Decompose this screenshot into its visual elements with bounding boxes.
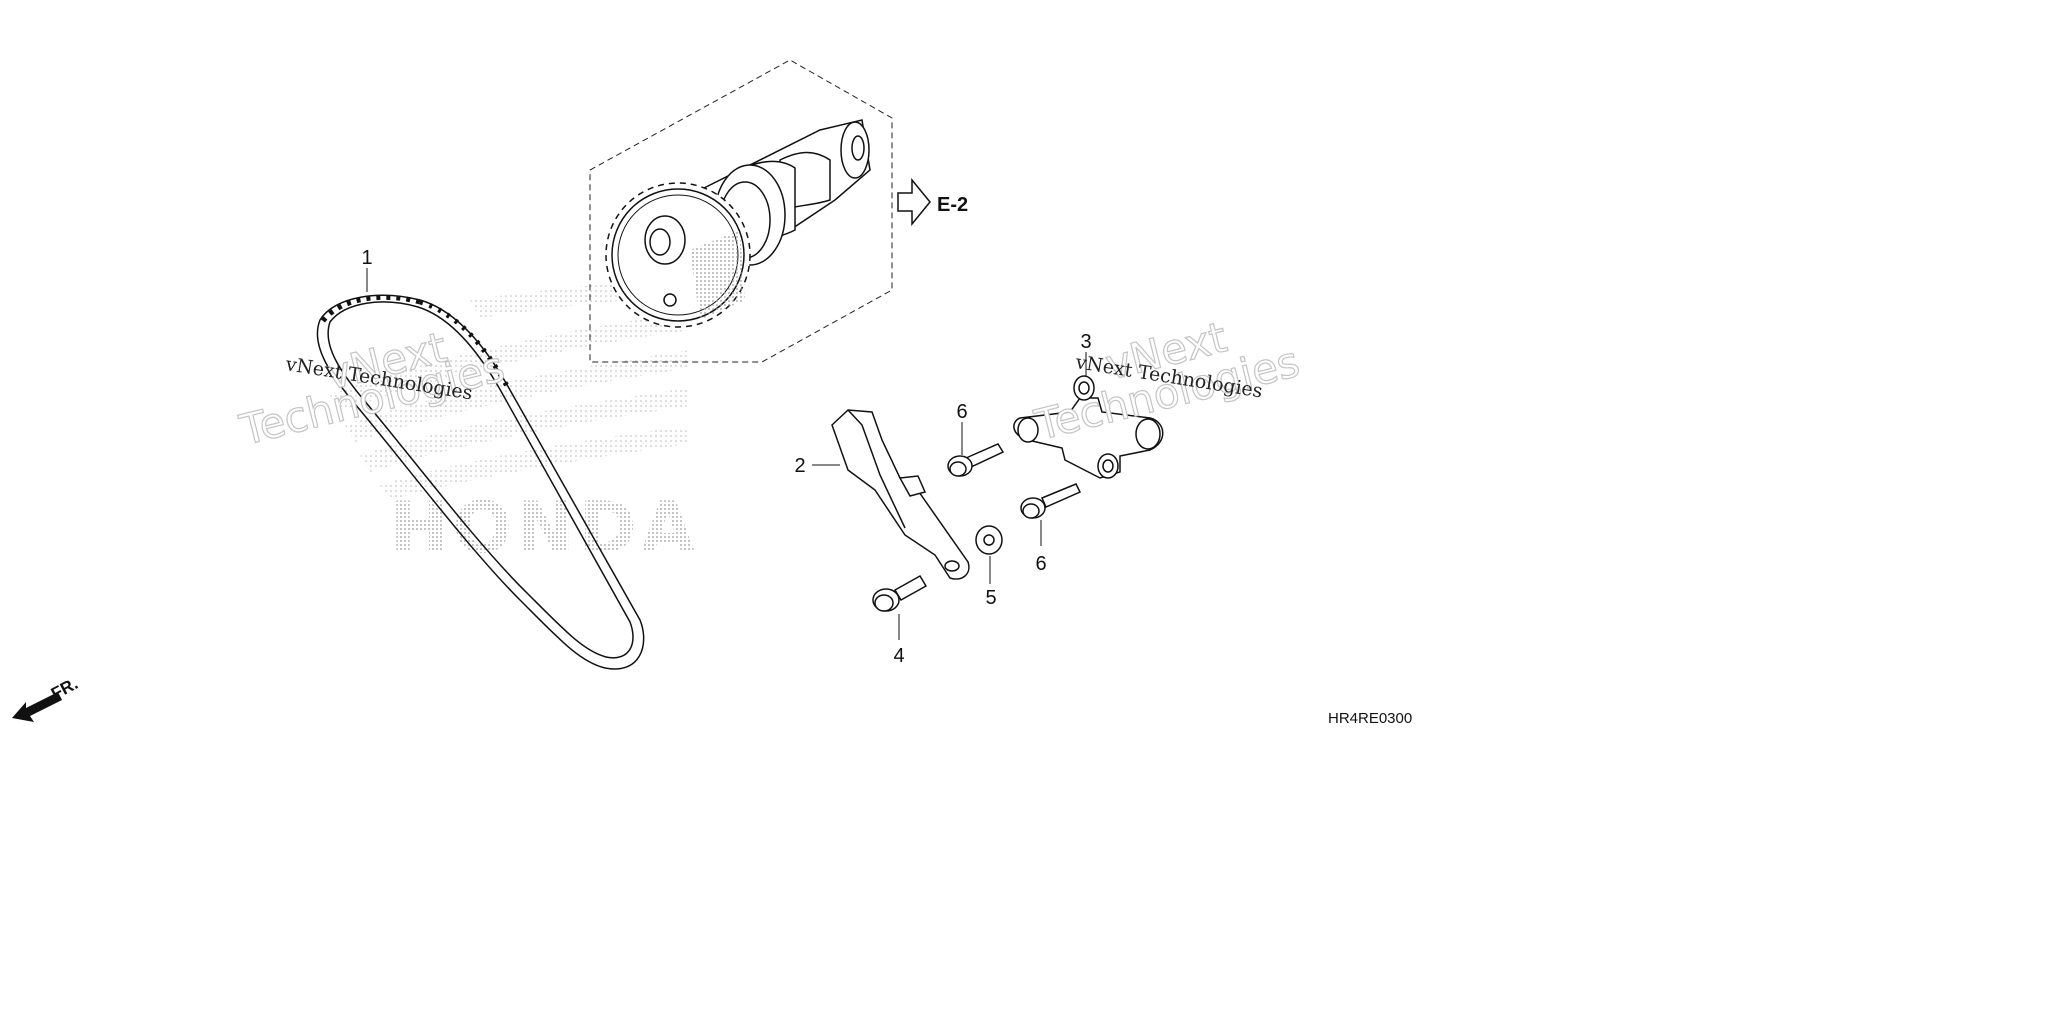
honda-brand-watermark: HONDA — [390, 487, 699, 569]
cam-chain-part — [316, 294, 645, 670]
bolt-part-6-lower — [1020, 483, 1082, 519]
callout-6-lower[interactable]: 6 — [1035, 553, 1046, 575]
tensioner-lifter-part — [1013, 375, 1164, 479]
outline-arrow-icon — [897, 177, 931, 227]
reference-e2[interactable]: E-2 — [937, 194, 968, 216]
bolt-part-6-upper — [947, 443, 1005, 477]
callout-3[interactable]: 3 — [1080, 331, 1091, 353]
callout-2[interactable]: 2 — [794, 455, 805, 477]
camshaft-sprocket-part — [605, 119, 871, 328]
washer-part-5 — [975, 525, 1003, 555]
vnext-watermark-right: vNext Technologies vNext Technologies — [1029, 312, 1305, 451]
tensioner-arm-part — [831, 409, 970, 580]
callout-5[interactable]: 5 — [985, 587, 996, 609]
callout-6-upper[interactable]: 6 — [956, 401, 967, 423]
callout-1[interactable]: 1 — [361, 247, 372, 269]
front-direction-marker: FR. — [12, 674, 81, 722]
bolt-part-4 — [872, 574, 928, 612]
drawing-code: HR4RE0300 — [1328, 710, 1412, 727]
honda-wing-watermark: HONDA — [330, 276, 699, 569]
front-arrow-icon — [12, 692, 62, 722]
parts-diagram: HONDA E-2 — [12, 59, 1412, 727]
leader-lines — [366, 268, 1087, 640]
callout-4[interactable]: 4 — [893, 645, 904, 667]
e2-reference-pointer[interactable]: E-2 — [897, 177, 968, 227]
